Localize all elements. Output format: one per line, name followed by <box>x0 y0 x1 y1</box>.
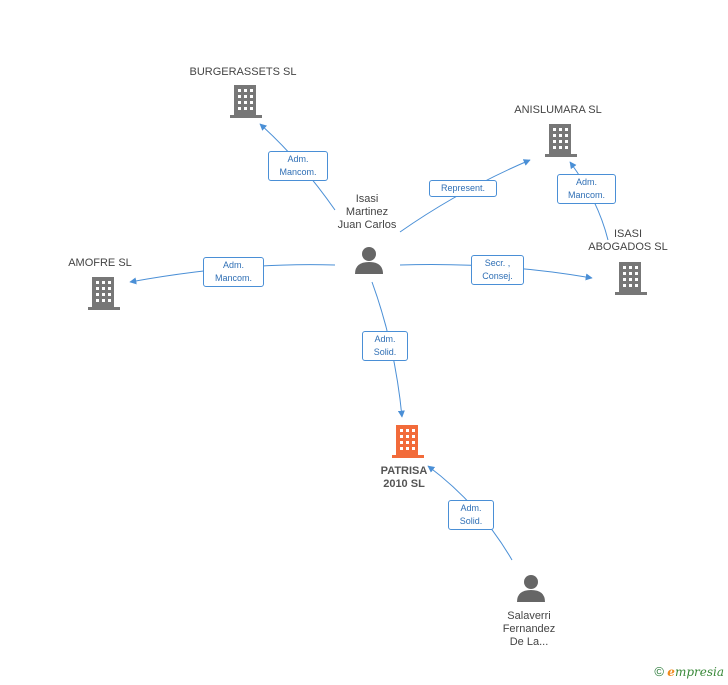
building-icon[interactable] <box>615 262 647 295</box>
building-icon[interactable] <box>545 124 577 157</box>
person-name-line: De La... <box>509 636 549 648</box>
role-line: Consej. <box>482 271 513 281</box>
role-line: Adm. <box>460 503 482 513</box>
role-line: Adm. <box>287 154 309 164</box>
node-label-amofre[interactable]: AMOFRE SL <box>40 257 160 270</box>
role-line: Mancom. <box>214 273 252 283</box>
node-label-isasi-abogados[interactable]: ISASI ABOGADOS SL <box>568 228 688 254</box>
person-name-line: Salaverri <box>507 610 551 622</box>
role-line: Mancom. <box>279 167 317 177</box>
person-name-line: Fernandez <box>502 623 556 635</box>
node-label-patrisa[interactable]: PATRISA 2010 SL <box>344 465 464 491</box>
company-name-line: 2010 SL <box>383 478 425 490</box>
node-label-isasi-person[interactable]: Isasi Martinez Juan Carlos <box>307 193 427 232</box>
role-line: Solid. <box>373 347 397 357</box>
brand-letter: e <box>667 665 675 679</box>
role-line: Mancom. <box>567 190 605 200</box>
company-name: BURGERASSETS SL <box>189 66 297 78</box>
role-line: Adm. <box>374 334 396 344</box>
building-icon[interactable] <box>88 277 120 310</box>
person-icon[interactable] <box>355 247 383 274</box>
role-line: Secr. , <box>484 258 511 268</box>
role-line: Represent. <box>440 183 486 193</box>
company-name: ANISLUMARA SL <box>514 104 602 116</box>
node-label-salaverri[interactable]: Salaverri Fernandez De La... <box>469 610 589 649</box>
copyright-symbol: © <box>654 664 664 679</box>
empresia-logo[interactable]: © empresia <box>654 664 724 679</box>
role-line: Adm. <box>575 177 597 187</box>
company-name-line: ABOGADOS SL <box>588 241 668 253</box>
node-label-anislumara[interactable]: ANISLUMARA SL <box>498 104 618 117</box>
main-building-icon[interactable] <box>392 425 424 458</box>
person-name-line: Juan Carlos <box>337 219 397 231</box>
building-icon[interactable] <box>230 85 262 118</box>
edge-label-salaverri-to-patrisa: Adm. Solid. <box>448 500 494 530</box>
brand-rest: mpresia <box>674 665 724 679</box>
edge-label-to-burgerassets: Adm. Mancom. <box>268 151 328 181</box>
edge-label-abogados-to-anislumara: Adm. Mancom. <box>557 174 616 204</box>
edge-label-represent: Represent. <box>429 180 497 197</box>
role-line: Solid. <box>459 516 483 526</box>
edge-label-to-abogados: Secr. , Consej. <box>471 255 524 285</box>
person-name-line: Isasi <box>355 193 379 205</box>
edge-label-to-amofre: Adm. Mancom. <box>203 257 264 287</box>
node-label-burgerassets[interactable]: BURGERASSETS SL <box>183 66 303 79</box>
brand-name: empresia <box>667 665 724 679</box>
edge-label-isasi-to-patrisa: Adm. Solid. <box>362 331 408 361</box>
person-name-line: Martinez <box>345 206 389 218</box>
role-line: Adm. <box>222 260 244 270</box>
company-name-line: PATRISA <box>380 465 428 477</box>
company-name-line: ISASI <box>613 228 643 240</box>
person-icon[interactable] <box>517 575 545 602</box>
company-name: AMOFRE SL <box>68 257 132 269</box>
